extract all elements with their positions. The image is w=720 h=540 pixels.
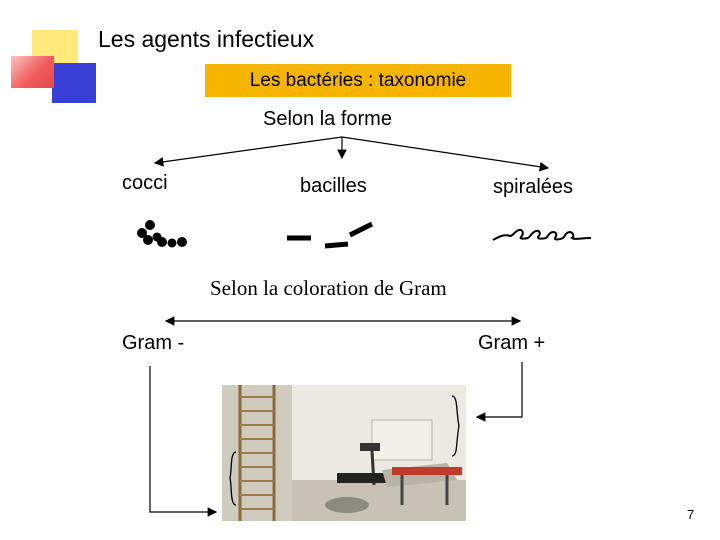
- category-bacilles: bacilles: [300, 175, 367, 197]
- decorative-square-red: [11, 56, 54, 88]
- slide-title: Les agents infectieux: [98, 26, 315, 52]
- spiralees-drawing: [492, 228, 592, 241]
- gram-tree-arrows: [149, 316, 523, 517]
- page-number: 7: [687, 507, 695, 522]
- subtitle-box: Les bactéries : taxonomie: [205, 64, 511, 97]
- gram-heading: Selon la coloration de Gram: [210, 276, 447, 300]
- photo-image: [222, 385, 466, 521]
- shape-heading: Selon la forme: [263, 108, 392, 130]
- gram-positive-label: Gram +: [478, 332, 546, 354]
- category-cocci: cocci: [122, 172, 168, 194]
- shape-tree-arrows: [153, 136, 550, 172]
- category-spiralees: spiralées: [493, 176, 574, 198]
- cocci-drawing: [137, 220, 187, 248]
- gram-negative-label: Gram -: [122, 332, 185, 354]
- bacilles-drawing: [287, 221, 374, 249]
- subtitle-text: Les bactéries : taxonomie: [249, 69, 467, 91]
- decorative-square-blue: [52, 63, 96, 103]
